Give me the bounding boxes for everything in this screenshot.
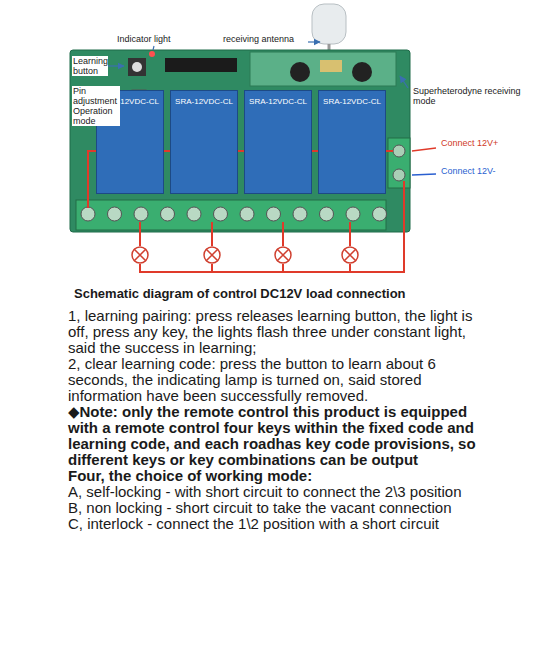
terminal-screw xyxy=(293,207,307,221)
relay-label: SRA-12VDC-CL xyxy=(322,97,382,106)
instruction-paragraph: B, non locking - short circuit to take t… xyxy=(68,500,493,516)
capacitor xyxy=(352,62,372,82)
indicator-led xyxy=(149,51,155,57)
capacitor xyxy=(290,62,310,82)
part-label: Pin adjustment xyxy=(72,86,120,106)
relay-box: SRA-12VDC-CL xyxy=(244,90,312,194)
lamp-wires xyxy=(212,264,350,272)
terminal-screws xyxy=(81,207,387,221)
instruction-paragraph: ◆Note: only the remote control this prod… xyxy=(68,404,493,468)
terminal-screw xyxy=(393,169,405,181)
terminal-screw xyxy=(214,207,228,221)
terminal-screw xyxy=(134,207,148,221)
lamp-symbol xyxy=(132,247,358,263)
terminal-screw xyxy=(346,207,360,221)
terminal-screw xyxy=(393,145,405,157)
diagram-title: Schematic diagram of control DC12V load … xyxy=(74,286,406,301)
instruction-paragraph: Four, the choice of working mode: xyxy=(68,468,493,484)
leader-line xyxy=(400,76,408,88)
power-terminal xyxy=(388,138,410,188)
relay-box: SRA-12VDC-CL xyxy=(170,90,238,194)
part-label: Connect 12V+ xyxy=(440,138,499,148)
terminal-screw xyxy=(320,207,334,221)
terminal-screw xyxy=(267,207,281,221)
part-label: Indicator light xyxy=(116,34,172,44)
instruction-paragraph: A, self-locking - with short circuit to … xyxy=(68,484,493,500)
decoder-chip xyxy=(165,58,237,72)
terminal-screw xyxy=(108,207,122,221)
part-label: Operation mode xyxy=(72,106,120,126)
part-label: receiving antenna xyxy=(222,34,295,44)
antenna-cap xyxy=(312,4,346,44)
terminal-screw xyxy=(240,207,254,221)
learning-button xyxy=(128,58,146,76)
terminal-screw xyxy=(161,207,175,221)
terminal-screw xyxy=(373,207,387,221)
leader-line xyxy=(412,174,436,175)
lamp-wires xyxy=(140,222,350,246)
leader-line xyxy=(153,46,154,50)
instruction-paragraph: 2, clear learning code: press the button… xyxy=(68,356,493,404)
wire-12v-minus xyxy=(140,181,404,272)
terminal-screw xyxy=(81,207,95,221)
coil xyxy=(320,60,342,72)
terminal-strip xyxy=(76,200,386,230)
part-label: Connect 12V- xyxy=(440,166,497,176)
leader-line xyxy=(308,41,320,42)
terminal-screw xyxy=(187,207,201,221)
part-label: Learning button xyxy=(72,56,108,76)
button-cap xyxy=(132,62,142,72)
pcb-board xyxy=(70,50,410,232)
instruction-text: 1, learning pairing: press releases lear… xyxy=(68,308,493,532)
receiver-module xyxy=(250,52,396,86)
relay-label: SRA-12VDC-CL xyxy=(248,97,308,106)
leader-line xyxy=(412,148,436,151)
instruction-paragraph: C, interlock - connect the 1\2 position … xyxy=(68,516,493,532)
relay-box: SRA-12VDC-CL xyxy=(318,90,386,194)
instruction-paragraph: 1, learning pairing: press releases lear… xyxy=(68,308,493,356)
part-label: Superheterodyne receiving mode xyxy=(412,86,534,106)
relay-label: SRA-12VDC-CL xyxy=(174,97,234,106)
